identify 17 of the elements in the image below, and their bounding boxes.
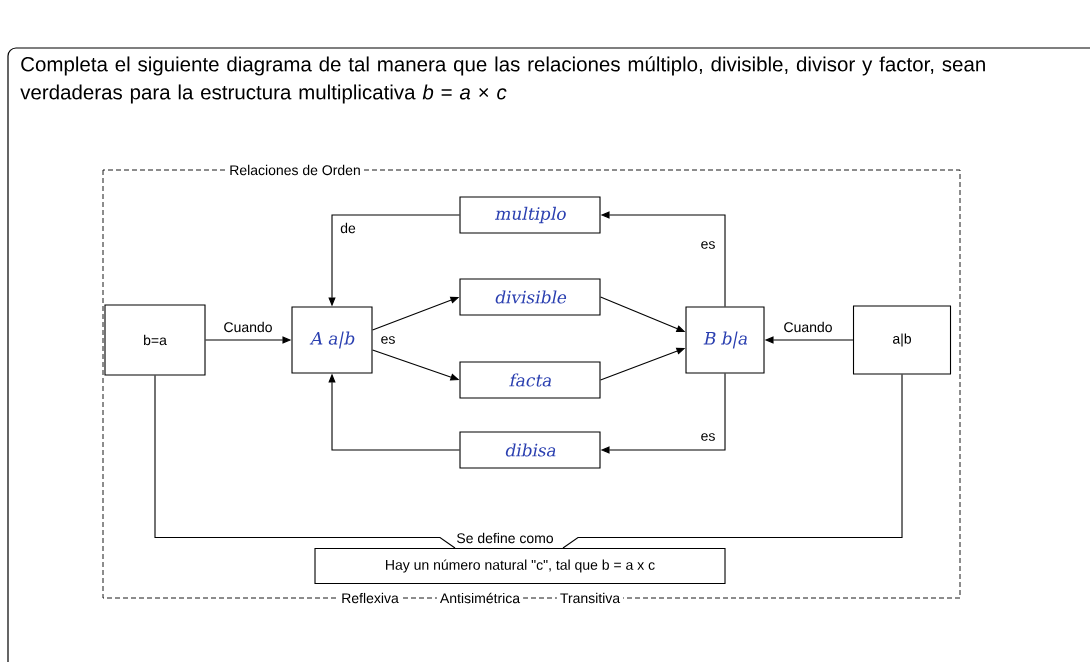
edge-label: Se define como (457, 532, 554, 544)
text-box: b=a (104, 304, 206, 376)
edge-label: es (701, 433, 715, 441)
answer-box: multiplo (459, 196, 601, 234)
edge-label: de (340, 222, 356, 234)
edge-label: Cuando (224, 321, 272, 333)
instruction-text: Completa el siguiente diagrama de tal manera que las relaciones múltiplo, divisible, divisor y factor, sean verdaderas para la estructura multiplicativa b = a × c (20, 56, 985, 104)
answer-box: facta (459, 361, 601, 399)
edge-label: es (381, 336, 395, 344)
text-box: a|b (852, 305, 952, 375)
answer-box: dibisa (459, 431, 601, 469)
answer-box: A a|b (291, 306, 373, 374)
answer-box: B b|a (685, 306, 765, 374)
text-box: Hay un número natural "c", tal que b = a x c (314, 547, 726, 585)
edge-label: Cuando (784, 321, 832, 333)
edge-label: es (701, 241, 715, 249)
answer-box: divisible (459, 278, 601, 316)
